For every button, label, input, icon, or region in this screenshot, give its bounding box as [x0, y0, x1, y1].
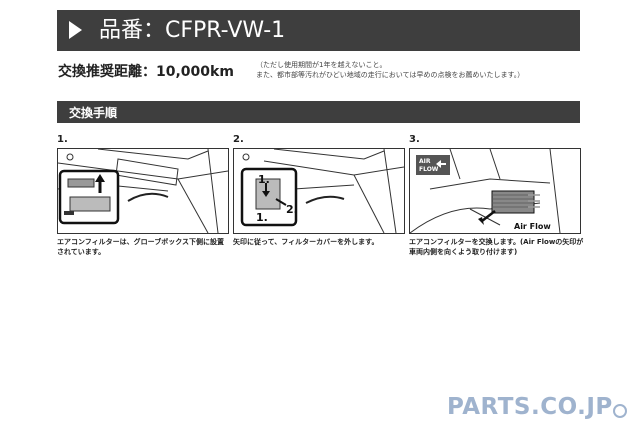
logo-ring-icon — [613, 404, 627, 418]
step-3-caption-line-2: 車両内側を向くよう取り付けます) — [409, 248, 518, 256]
interval-note-2: また、都市部等汚れがひどい地域の走行においては早めの点検をお薦めいたします。） — [256, 71, 525, 79]
page-title: 品番：CFPR-VW-1 — [99, 18, 286, 43]
air-flow-tag-line-2: FLOW — [419, 166, 439, 173]
section-title: 交換手順 — [69, 106, 118, 120]
replacement-interval: 交換推奨距離：10,000km — [58, 64, 234, 80]
interval-notes: （ただし使用期間が1年を越えないこと。 また、都市部等汚れがひどい地域の走行にお… — [256, 60, 524, 80]
diagram-step-label: 1. — [256, 211, 268, 224]
step-3-number: 3. — [409, 134, 420, 145]
air-flow-tag-line-1: AIR — [419, 158, 431, 165]
step-2-number: 2. — [233, 134, 244, 145]
step-1-number: 1. — [57, 134, 68, 145]
step-2-caption-line-1: 矢印に従って、フィルターカバーを外します。 — [233, 238, 379, 246]
step-2-illustration: 1. 2. 1. — [233, 148, 405, 234]
step-3-illustration: AIR FLOW Air Flow — [409, 148, 581, 234]
section-bar: 交換手順 — [57, 101, 580, 123]
parts-co-jp-logo: PARTS.CO.JP — [447, 394, 613, 420]
step-1-caption-line-1: エアコンフィルターは、グローブボックス下側に設置 — [57, 238, 225, 246]
air-flow-label: Air Flow — [514, 222, 551, 231]
step-3-caption-line-1: エアコンフィルターを交換します。(Air Flowの矢印が — [409, 238, 584, 246]
play-arrow-icon — [69, 21, 82, 39]
glovebox-location-drawing — [58, 149, 228, 233]
step-2-caption: 矢印に従って、フィルターカバーを外します。 — [233, 237, 378, 247]
step-1-illustration — [57, 148, 229, 234]
title-bar: 品番：CFPR-VW-1 — [57, 10, 580, 51]
diagram-step-label: 2. — [286, 203, 298, 216]
step-1-caption-line-2: されています。 — [57, 248, 106, 256]
filter-cover-removal-drawing: 1. 2. 1. — [240, 149, 404, 233]
filter-replacement-drawing: AIR FLOW Air Flow — [410, 149, 561, 233]
diagram-step-label: 1. — [258, 173, 270, 186]
interval-note-1: （ただし使用期間が1年を越えないこと。 — [256, 61, 387, 69]
step-1-caption: エアコンフィルターは、グローブボックス下側に設置 されています。 — [57, 237, 224, 257]
step-3-caption: エアコンフィルターを交換します。(Air Flowの矢印が 車両内側を向くよう取… — [409, 237, 583, 257]
